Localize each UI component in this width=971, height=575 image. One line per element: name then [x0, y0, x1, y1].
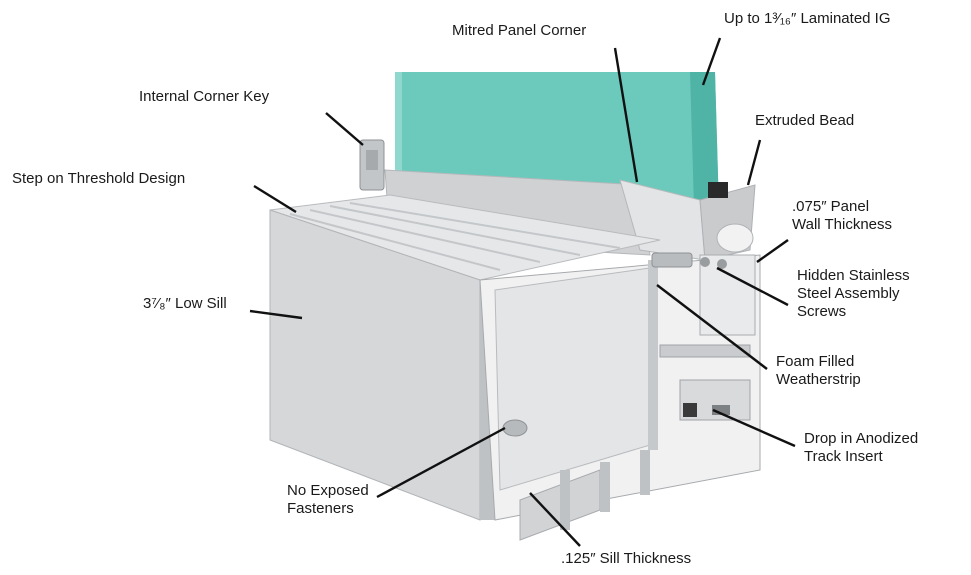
label-track-insert: Drop in Anodized Track Insert — [804, 430, 919, 465]
label-step-on-threshold: Step on Threshold Design — [12, 170, 186, 187]
leader-panel-wall — [756, 239, 789, 263]
label-foam-weatherstrip: Foam Filled Weatherstrip — [776, 353, 861, 388]
leader-corner-key — [325, 112, 364, 146]
label-mitred-panel-corner: Mitred Panel Corner — [452, 22, 587, 39]
leader-extruded-bead — [746, 139, 762, 186]
leader-hidden-screws — [716, 266, 789, 307]
label-panel-wall-thickness: .075″ Panel Wall Thickness — [792, 198, 893, 233]
label-internal-corner-key: Internal Corner Key — [139, 88, 270, 105]
corner-key — [359, 139, 385, 191]
leader-low-sill — [249, 309, 303, 320]
label-sill-thickness: .125″ Sill Thickness — [561, 550, 692, 567]
label-no-exposed-fasteners: No Exposed Fasteners — [287, 482, 369, 517]
leader-track-insert — [712, 408, 796, 448]
sill-cross-section-profile — [479, 252, 761, 541]
leader-step-threshold — [253, 184, 297, 214]
label-laminated-ig: Up to 1³⁄₁₆″ Laminated IG — [724, 10, 891, 27]
label-extruded-bead: Extruded Bead — [755, 112, 855, 129]
label-low-sill: 3⁷⁄₈″ Low Sill — [143, 295, 227, 312]
leader-no-exposed-fasteners — [376, 426, 506, 499]
leader-foam-weatherstrip — [656, 284, 768, 370]
leader-mitred-corner — [613, 47, 639, 183]
label-hidden-screws: Hidden Stainless Steel Assembly Screws — [797, 267, 910, 320]
leader-laminated-ig — [701, 37, 722, 86]
leader-sill-thickness — [529, 492, 581, 547]
